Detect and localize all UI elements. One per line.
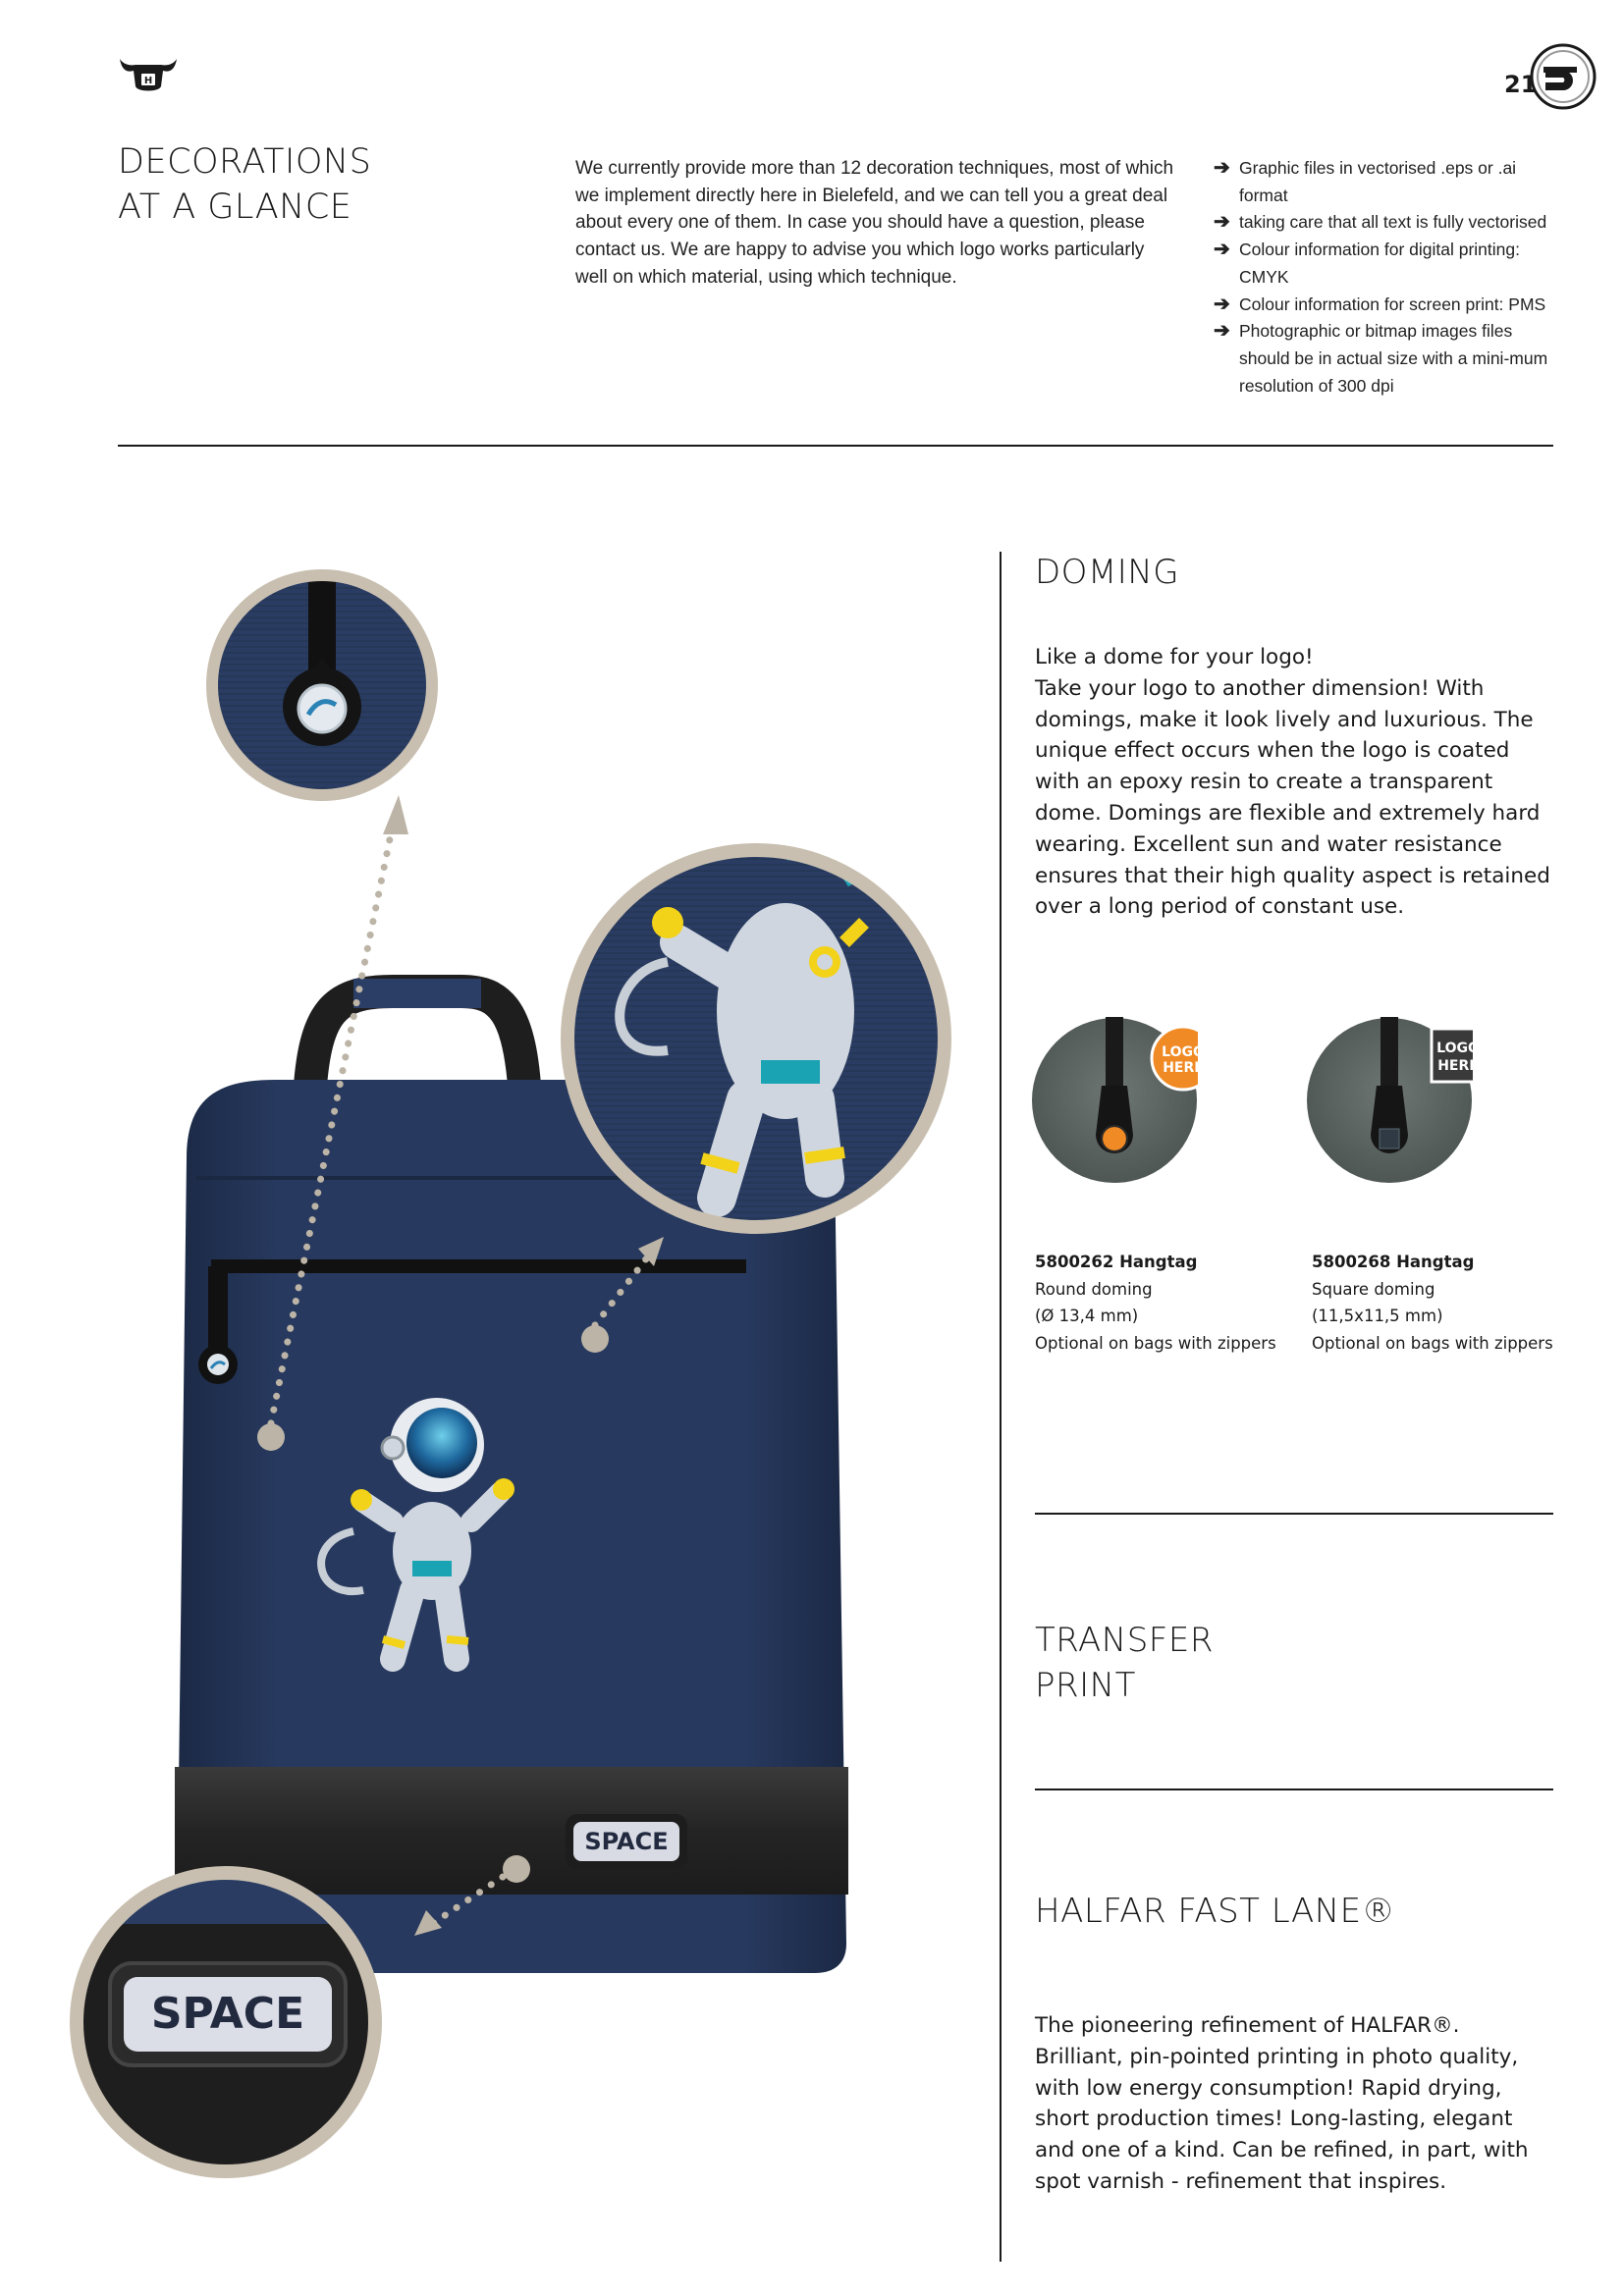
svg-text:SPACE: SPACE xyxy=(151,1989,304,2039)
section-divider xyxy=(1035,1513,1553,1515)
svg-text:LOGO: LOGO xyxy=(1162,1044,1198,1060)
product-type: Square doming xyxy=(1312,1279,1435,1299)
section-divider xyxy=(118,445,1553,447)
logo-here-badge: LOGO HERE xyxy=(1150,1025,1198,1092)
column-divider xyxy=(1000,552,1001,2262)
bull-head-icon: H xyxy=(120,59,177,91)
list-item: ➔Graphic files in vectorised .eps or .ai… xyxy=(1214,157,1517,205)
product-note: Optional on bags with zippers xyxy=(1035,1333,1276,1353)
svg-text:HERE: HERE xyxy=(1163,1060,1198,1076)
fast-lane-title: HALFAR FAST LANE® xyxy=(1035,1892,1396,1931)
svg-text:H: H xyxy=(144,76,152,86)
product-number: 5800268 Hangtag xyxy=(1312,1253,1475,1271)
arrow-right-icon: ➔ xyxy=(1214,293,1230,315)
product-size: (11,5x11,5 mm) xyxy=(1312,1307,1443,1325)
arrow-right-icon: ➔ xyxy=(1214,239,1230,261)
space-patch: SPACE xyxy=(566,1814,687,1869)
square-hangtag-image: LOGO HERE xyxy=(1307,1017,1473,1183)
fast-lane-body: The pioneering refinement of HALFAR®. Br… xyxy=(1035,2013,1529,2194)
list-item: ➔Colour information for digital printing… xyxy=(1214,239,1520,287)
zoom-patch-detail: SPACE xyxy=(70,1866,382,2178)
product-note: Optional on bags with zippers xyxy=(1312,1333,1553,1353)
svg-text:LOGO: LOGO xyxy=(1436,1041,1473,1056)
section-divider xyxy=(1035,1789,1553,1790)
product-caption: 5800262 Hangtag Round doming (Ø 13,4 mm)… xyxy=(1035,1249,1300,1357)
astronaut-print xyxy=(317,1398,514,1672)
transfer-print-title: TRANSFER PRINT xyxy=(1035,1621,1214,1705)
zoom-hangtag-detail xyxy=(206,569,438,801)
list-item: ➔Colour information for screen print: PM… xyxy=(1214,292,1563,319)
gd-badge-icon xyxy=(1530,43,1597,110)
main-title-line: AT A GLANCE xyxy=(118,187,352,227)
main-title: DECORATIONS AT A GLANCE xyxy=(118,139,371,230)
logo-here-badge: LOGO HERE xyxy=(1430,1027,1473,1084)
file-requirements-list: ➔Graphic files in vectorised .eps or .ai… xyxy=(1214,155,1563,400)
product-size: (Ø 13,4 mm) xyxy=(1035,1307,1139,1325)
product-caption: 5800268 Hangtag Square doming (11,5x11,5… xyxy=(1312,1249,1577,1357)
main-title-line: DECORATIONS xyxy=(118,142,372,182)
doming-title: DOMING xyxy=(1035,553,1180,592)
doming-body: Like a dome for your logo! Take your log… xyxy=(1035,645,1550,920)
product-type: Round doming xyxy=(1035,1279,1153,1299)
round-hangtag-image: LOGO HERE xyxy=(1032,1017,1198,1183)
backpack-illustration: SPACE xyxy=(70,569,951,2178)
arrow-right-icon: ➔ xyxy=(1214,211,1230,234)
arrow-right-icon: ➔ xyxy=(1214,320,1230,343)
list-item: ➔Photographic or bitmap images files sho… xyxy=(1214,320,1548,396)
zoom-astronaut-detail xyxy=(561,843,951,1234)
svg-text:SPACE: SPACE xyxy=(584,1828,668,1855)
list-item: ➔taking care that all text is fully vect… xyxy=(1214,209,1563,237)
svg-text:HERE: HERE xyxy=(1437,1058,1473,1074)
arrow-right-icon: ➔ xyxy=(1214,157,1230,179)
product-number: 5800262 Hangtag xyxy=(1035,1253,1198,1271)
intro-text: We currently provide more than 12 decora… xyxy=(575,158,1174,288)
